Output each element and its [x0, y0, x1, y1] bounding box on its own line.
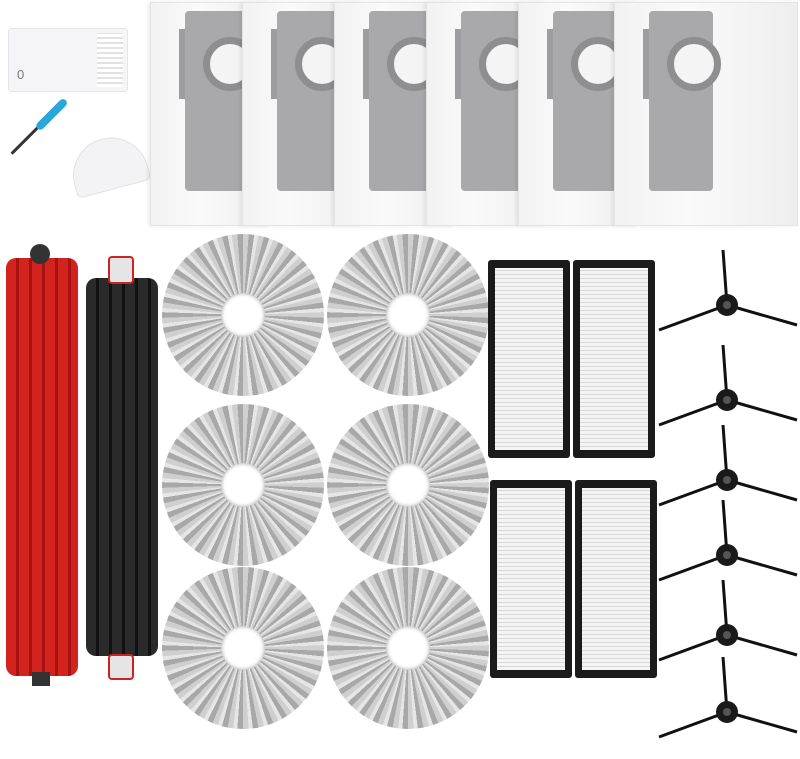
side-brush [655, 579, 800, 680]
brush-tool [64, 129, 152, 199]
side-brush [655, 344, 800, 445]
mop-pad [162, 567, 324, 729]
hepa-filter [575, 480, 657, 678]
black-brush-cap [108, 654, 134, 680]
filter-media [495, 268, 563, 450]
filter-media [497, 488, 565, 670]
mop-pad [162, 404, 324, 566]
mop-center-hole [386, 293, 430, 337]
mop-pad [327, 567, 489, 729]
side-brush [655, 499, 800, 600]
mop-center-hole [221, 293, 265, 337]
black-roller-brush [86, 278, 158, 656]
side-brush [655, 249, 800, 350]
bag-ring [667, 37, 721, 91]
mop-center-hole [221, 626, 265, 670]
filter-media [582, 488, 650, 670]
cleaning-tool: 0 [8, 28, 128, 92]
filter-media [580, 268, 648, 450]
mop-center-hole [386, 626, 430, 670]
mop-pad [327, 404, 489, 566]
tool-marking: 0 [17, 67, 25, 82]
mop-pad [162, 234, 324, 396]
red-brush-cap [32, 672, 50, 686]
mop-center-hole [386, 463, 430, 507]
mop-center-hole [221, 463, 265, 507]
mop-pad [327, 234, 489, 396]
red-brush-cap [30, 244, 50, 264]
side-brush [655, 424, 800, 525]
red-roller-brush [6, 258, 78, 676]
screwdriver [9, 95, 71, 157]
dust-bag [614, 2, 798, 226]
side-brush [655, 656, 800, 757]
hepa-filter [573, 260, 655, 458]
hepa-filter [488, 260, 570, 458]
hepa-filter [490, 480, 572, 678]
black-brush-cap [108, 256, 134, 284]
